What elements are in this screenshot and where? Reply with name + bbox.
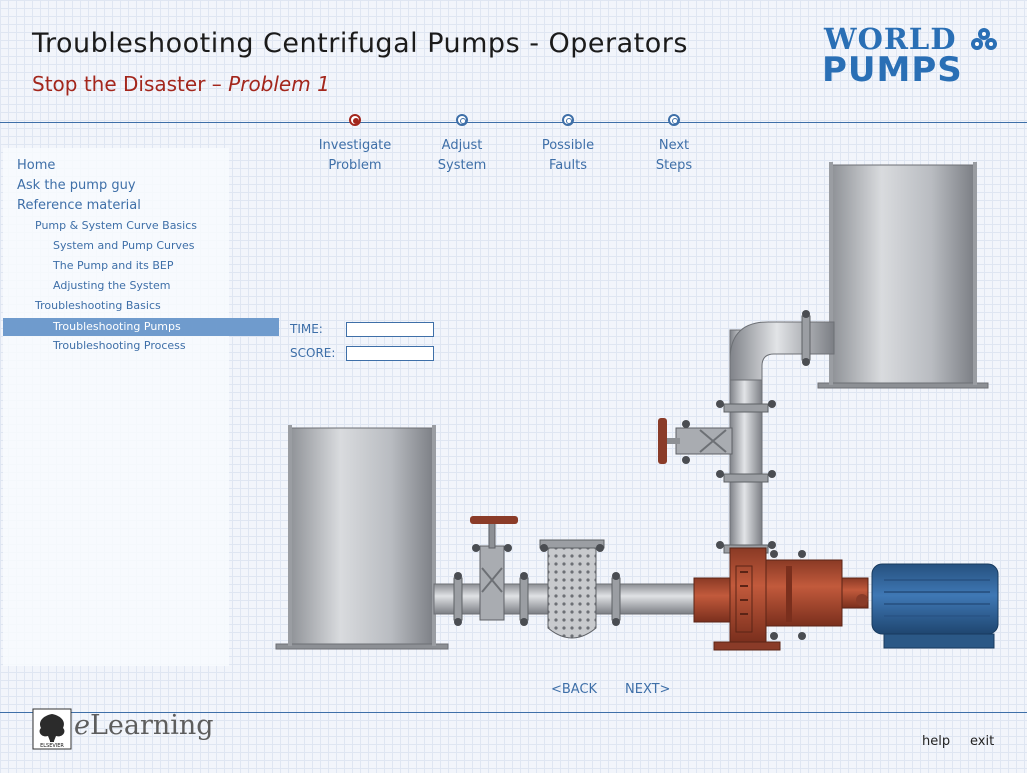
time-field: [346, 322, 434, 337]
radio-dot-icon: [668, 114, 680, 126]
nav-item-pump-system-curve-basics[interactable]: Pump & System Curve Basics: [35, 219, 197, 232]
radio-dot-icon: [562, 114, 574, 126]
sidebar-nav: Home Ask the pump guy Reference material…: [3, 148, 279, 666]
elsevier-tree-icon: ELSEVIER: [32, 708, 72, 750]
time-label: TIME:: [290, 322, 323, 336]
nav-item-home[interactable]: Home: [17, 158, 56, 173]
radio-dot-icon: [349, 114, 361, 126]
logo-line1: WORLD: [824, 22, 957, 56]
nav-item-adjusting-the-system[interactable]: Adjusting the System: [53, 279, 171, 292]
radio-dot-icon: [456, 114, 468, 126]
help-link[interactable]: help: [922, 734, 951, 749]
score-label: SCORE:: [290, 346, 336, 360]
nav-item-pump-and-its-bep[interactable]: The Pump and its BEP: [53, 259, 174, 272]
world-pumps-logo: WORLD PUMPS: [822, 22, 1002, 90]
nav-item-system-and-pump-curves[interactable]: System and Pump Curves: [53, 239, 195, 252]
nav-item-reference-material[interactable]: Reference material: [17, 198, 141, 213]
next-button[interactable]: NEXT>: [625, 682, 671, 697]
logo-line2: PUMPS: [822, 50, 963, 90]
page-title: Troubleshooting Centrifugal Pumps - Oper…: [32, 28, 688, 59]
subtitle-prefix: Stop the Disaster –: [32, 72, 229, 96]
problem-label: Problem 1: [228, 72, 330, 96]
elearning-logo: eLearning: [74, 710, 214, 741]
world-pumps-mark-icon: [971, 28, 997, 50]
page-subtitle: Stop the Disaster – Problem 1: [32, 72, 330, 96]
nav-item-troubleshooting-basics[interactable]: Troubleshooting Basics: [35, 299, 161, 312]
back-button[interactable]: <BACK: [551, 682, 598, 697]
elsevier-wordmark: ELSEVIER: [40, 743, 64, 749]
nav-item-ask-the-pump-guy[interactable]: Ask the pump guy: [17, 178, 136, 193]
nav-item-troubleshooting-process[interactable]: Troubleshooting Process: [53, 339, 186, 352]
footer-divider: [0, 712, 1027, 713]
exit-link[interactable]: exit: [970, 734, 995, 749]
nav-item-troubleshooting-pumps[interactable]: Troubleshooting Pumps: [3, 318, 279, 336]
score-field: [346, 346, 434, 361]
header-divider: [0, 122, 1027, 123]
